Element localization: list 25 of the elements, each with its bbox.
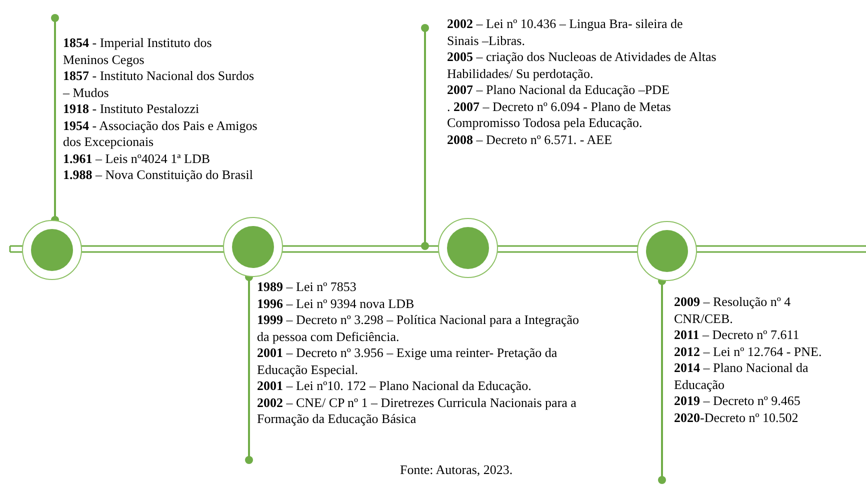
- timeline-entry: 1918 - Instituto Pestalozzi: [63, 101, 200, 118]
- timeline-entry: 2002 – CNE/ CP nº 1 – Diretrezes Curricula Nacionais para a Formação da Educação Básica: [257, 394, 578, 428]
- source-caption: Fonte: Autoras, 2023.: [400, 462, 513, 478]
- timeline-entry: 2019 – Decreto nº 9.465: [674, 393, 802, 410]
- timeline-entry: 2001 – Decreto nº 3.956 – Exige uma reinter- Pretação da Educação Especial.: [257, 345, 558, 378]
- timeline-entry: 1996 – Lei nº 9394 nova LDB: [257, 296, 416, 312]
- timeline-entry: 2001 – Lei nº10. 172 – Plano Nacional da Educação.: [257, 378, 532, 394]
- timeline-entry: 2007 – Plano Nacional da Educação –PDE: [447, 82, 670, 98]
- timeline-entry: 1854 - Imperial Instituto dos Meninos Cegos: [63, 35, 213, 68]
- timeline-stem: [421, 24, 429, 250]
- timeline-entry: 2002 – Lei nº 10.436 – Lingua Bra- sileira de Sinais –Libras.: [447, 16, 684, 49]
- timeline-entry: 1999 – Decreto nº 3.298 – Política Nacional para a Integração da pessoa com Deficiência.: [257, 312, 580, 345]
- timeline-entry: 2011 – Decreto nº 7.611: [674, 327, 800, 344]
- timeline-entry: 2008 – Decreto nº 6.571. - AEE: [447, 132, 614, 148]
- timeline-entry: 1989 – Lei nº 7853: [257, 279, 358, 296]
- timeline-entry: 1.988 – Nova Constituição do Brasil: [63, 167, 254, 184]
- timeline-entry: 1.961 – Leis nº4024 1ª LDB: [63, 150, 211, 167]
- timeline-entry: 2009 – Resolução nº 4 CNR/CEB.: [674, 294, 792, 327]
- timeline-entry: 2005 – criação dos Nucleoas de Atividades de Altas Habilidades/ Su perdotação.: [447, 49, 717, 82]
- timeline-entry: . 2007 – Decreto nº 6.094 - Plano de Metas Compromisso Todosa pela Educação.: [447, 98, 672, 132]
- timeline-entry: 2012 – Lei nº 12.764 - PNE.: [674, 344, 823, 360]
- timeline-entry: 2020-Decreto nº 10.502: [674, 410, 800, 426]
- timeline-entry: 1857 - Instituto Nacional dos Surdos – Mudos: [63, 68, 256, 101]
- timeline-entry: 1954 - Associação dos Pais e Amigos dos Excepcionais: [63, 118, 258, 150]
- timeline-entry: 2014 – Plano Nacional da Educação: [674, 360, 810, 393]
